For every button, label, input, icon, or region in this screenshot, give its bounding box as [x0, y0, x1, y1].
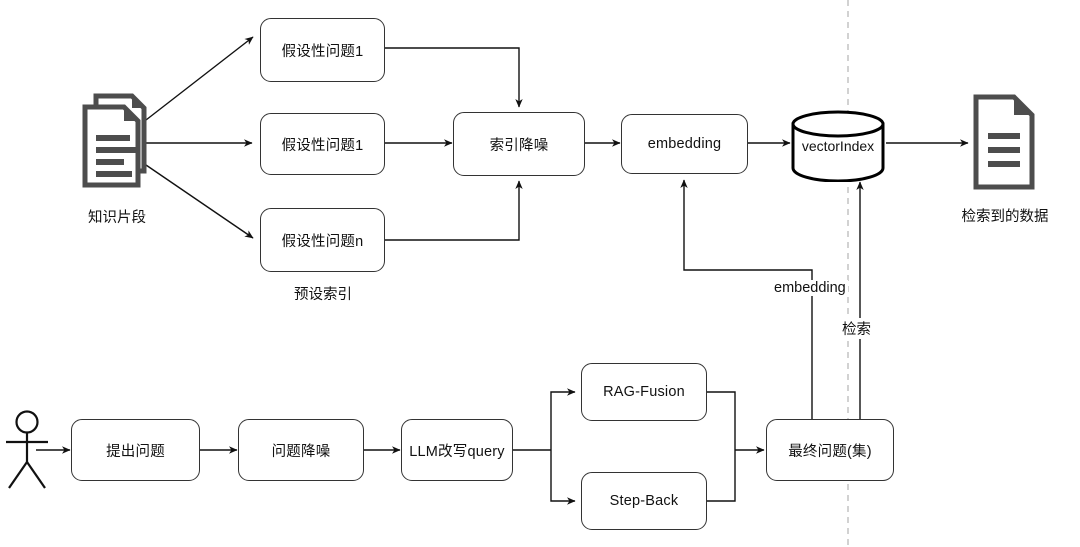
node-label: 假设性问题1 [281, 43, 364, 60]
knowledge-document-icon [82, 93, 152, 198]
knowledge-document-label: 知识片段 [88, 210, 146, 226]
node-hypothetical-question-n[interactable]: 假设性问题n [260, 208, 385, 272]
node-llm-rewrite-query[interactable]: LLM改写query [401, 419, 513, 481]
node-label: 问题降噪 [271, 443, 331, 460]
node-label: LLM改写query [409, 443, 505, 460]
edge-final-to-embedding [680, 179, 813, 419]
node-step-back[interactable]: Step-Back [581, 472, 707, 530]
edge-qn-to-denoise [385, 180, 523, 241]
retrieved-data-document-icon [972, 93, 1036, 196]
node-rag-fusion[interactable]: RAG-Fusion [581, 363, 707, 421]
node-embedding[interactable]: embedding [621, 114, 748, 174]
edge-split-to-stepback [550, 450, 576, 505]
node-label: RAG-Fusion [603, 384, 685, 400]
retrieved-data-label: 检索到的数据 [961, 209, 1049, 225]
node-hypothetical-question-2[interactable]: 假设性问题1 [260, 113, 385, 175]
node-label: Step-Back [609, 493, 679, 509]
node-index-denoise[interactable]: 索引降噪 [453, 112, 585, 176]
node-vector-index[interactable]: vectorIndex [790, 110, 886, 187]
edge-label-embedding: embedding [772, 280, 848, 296]
node-final-question-set[interactable]: 最终问题(集) [766, 419, 894, 481]
edge-split-to-ragfusion [550, 388, 576, 450]
node-question-denoise[interactable]: 问题降噪 [238, 419, 364, 481]
node-hypothetical-question-1[interactable]: 假设性问题1 [260, 18, 385, 82]
preset-index-group-label: 预设索引 [294, 287, 352, 303]
edge-q1-to-denoise [385, 47, 523, 108]
edge-ragfusion-merge [707, 391, 736, 450]
node-label: 索引降噪 [489, 137, 549, 154]
node-label: vectorIndex [801, 138, 875, 154]
edge-stepback-merge [707, 450, 736, 502]
node-label: embedding [647, 136, 722, 152]
node-label: 假设性问题1 [281, 137, 364, 154]
edge-doc-to-q1 [145, 36, 254, 121]
node-label: 假设性问题n [281, 233, 364, 250]
edge-doc-to-qn [145, 164, 254, 239]
node-ask-question[interactable]: 提出问题 [71, 419, 200, 481]
node-label: 提出问题 [106, 443, 165, 460]
user-actor-icon [4, 410, 50, 497]
node-label: 最终问题(集) [788, 443, 872, 460]
edge-label-retrieve: 检索 [840, 318, 873, 339]
